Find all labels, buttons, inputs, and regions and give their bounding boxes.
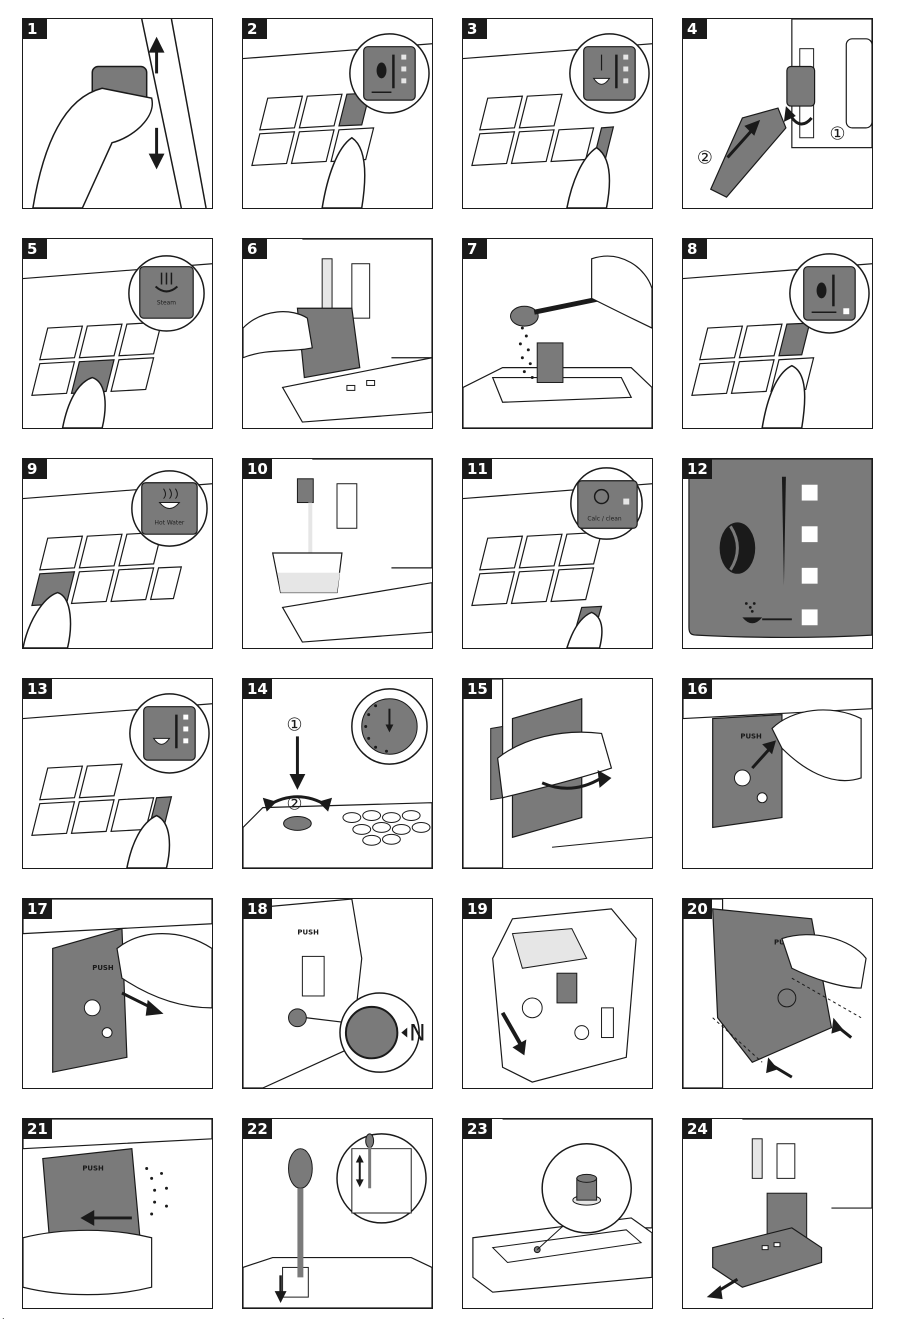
step-number: 23 xyxy=(463,1119,492,1139)
step-panel-7: 7 xyxy=(462,238,653,429)
illustration-remove-drip-tray xyxy=(683,1119,872,1308)
step-number: 24 xyxy=(683,1119,712,1139)
step-number: 11 xyxy=(463,459,492,479)
strength-level-2 xyxy=(802,526,818,542)
illustration-dispense-hot-water xyxy=(243,459,432,648)
step-panel-13: 13 xyxy=(22,678,213,869)
step-number: 22 xyxy=(243,1119,272,1139)
illustration-clean-coffee-chute xyxy=(243,1119,432,1308)
step-two-marker: ② xyxy=(287,794,303,815)
step-panel-18: 18 PUSH N xyxy=(242,898,433,1089)
step-panel-24: 24 xyxy=(682,1118,873,1309)
step-number: 7 xyxy=(463,239,487,259)
step-one-marker: ① xyxy=(829,124,845,145)
step-panel-16: 16 PUSH xyxy=(682,678,873,869)
illustration-press-coffee-strength-button xyxy=(243,19,432,208)
step-number: 4 xyxy=(683,19,707,39)
illustration-froth-milk-in-jug xyxy=(243,239,432,428)
step-number: 14 xyxy=(243,679,272,699)
illustration-drip-tray-indicator xyxy=(463,1119,652,1308)
step-number: 2 xyxy=(243,19,267,39)
step-panel-5: 5 Steam xyxy=(22,238,213,429)
step-panel-2: 2 xyxy=(242,18,433,209)
illustration-strength-indicator-closeup xyxy=(683,459,872,648)
illustration-brew-group-n-mark: PUSH N xyxy=(243,899,432,1088)
step-number: 1 xyxy=(23,19,47,39)
illustration-add-ground-coffee xyxy=(463,239,652,428)
step-number: 13 xyxy=(23,679,52,699)
step-number: 21 xyxy=(23,1119,52,1139)
step-panel-10: 10 xyxy=(242,458,433,649)
step-panel-4: 4 ① ② xyxy=(682,18,873,209)
illustration-press-steam-button: Steam xyxy=(23,239,212,428)
step-number: 15 xyxy=(463,679,492,699)
step-panel-20: 20 PUSH xyxy=(682,898,873,1089)
strength-level-1 xyxy=(802,485,818,501)
push-label: PUSH xyxy=(82,1164,104,1172)
step-panel-8: 8 xyxy=(682,238,873,429)
n-mark-label: N xyxy=(409,1022,425,1047)
steam-label: Steam xyxy=(157,299,176,306)
step-two-marker: ② xyxy=(697,147,713,168)
step-number: 12 xyxy=(683,459,712,479)
step-panel-1: 1 xyxy=(22,18,213,209)
step-panel-15: 15 xyxy=(462,678,653,869)
step-panel-19: 19 xyxy=(462,898,653,1089)
step-number: 6 xyxy=(243,239,267,259)
calc-clean-label: Calc / clean xyxy=(587,515,622,522)
illustration-check-brew-group-lever xyxy=(463,899,652,1088)
illustration-press-length-button-again xyxy=(23,679,212,868)
step-number: 10 xyxy=(243,459,272,479)
step-number: 9 xyxy=(23,459,47,479)
step-number: 3 xyxy=(463,19,487,39)
illustration-click-brew-group-in-place: PUSH xyxy=(23,1119,212,1308)
step-number: 20 xyxy=(683,899,712,919)
hot-water-label: Hot Water xyxy=(155,519,185,526)
illustration-remove-brew-group: PUSH xyxy=(23,899,212,1088)
step-number: 18 xyxy=(243,899,272,919)
step-panel-22: 22 xyxy=(242,1118,433,1309)
step-number: 19 xyxy=(463,899,492,919)
step-panel-14: 14 ① ② xyxy=(242,678,433,869)
step-number: 8 xyxy=(683,239,707,259)
illustration-press-calc-clean-button: Calc / clean xyxy=(463,459,652,648)
push-label: PUSH xyxy=(92,964,114,972)
step-number: 16 xyxy=(683,679,712,699)
illustration-press-coffee-length-button xyxy=(463,19,652,208)
step-one-marker: ① xyxy=(287,714,303,735)
step-number: 5 xyxy=(23,239,47,259)
push-label: PUSH xyxy=(297,929,319,937)
illustration-press-hot-water-button: Hot Water xyxy=(23,459,212,648)
strength-level-3 xyxy=(802,568,818,584)
ground-coffee-level xyxy=(802,609,818,625)
step-panel-11: 11 Calc / clean xyxy=(462,458,653,649)
page-corner-mark: . xyxy=(2,1312,5,1321)
illustration-adjust-grinder-setting: ① ② xyxy=(243,679,432,868)
step-number: 17 xyxy=(23,899,52,919)
illustration-push-brew-group-lever: PUSH xyxy=(683,679,872,868)
step-panel-23: 23 xyxy=(462,1118,653,1309)
step-panel-9: 9 Hot Water xyxy=(22,458,213,649)
illustration-select-ground-coffee xyxy=(683,239,872,428)
illustration-open-service-door xyxy=(463,679,652,868)
step-panel-12: 12 xyxy=(682,458,873,649)
step-panel-3: 3 xyxy=(462,18,653,209)
push-label: PUSH xyxy=(740,732,762,740)
illustration-attach-milk-frother: ① ② xyxy=(683,19,872,208)
step-panel-17: 17 PUSH xyxy=(22,898,213,1089)
step-panel-6: 6 xyxy=(242,238,433,429)
illustration-insert-brew-group: PUSH xyxy=(683,899,872,1088)
illustration-remove-water-tank xyxy=(23,19,212,208)
step-panel-21: 21 PUSH xyxy=(22,1118,213,1309)
